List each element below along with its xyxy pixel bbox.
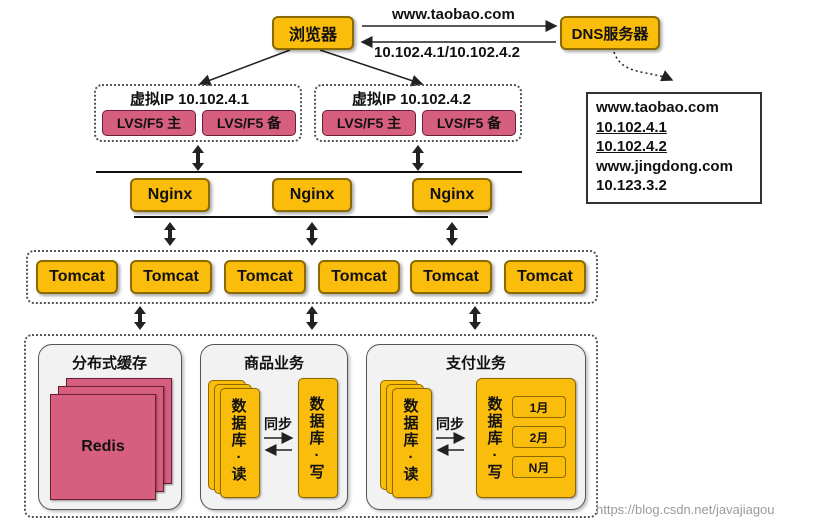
dns-lookup-link bbox=[613, 51, 674, 82]
pay-sync-label: 同步 bbox=[436, 416, 464, 432]
tomcat-label: Tomcat bbox=[331, 268, 387, 285]
lvs-master-node: LVS/F5 主 bbox=[322, 110, 416, 136]
tomcat-label: Tomcat bbox=[423, 268, 479, 285]
pay-shard-label: 1月 bbox=[529, 400, 549, 415]
nginx2-tomcat-double-arrow bbox=[306, 222, 318, 246]
cache-title: 分布式缓存 bbox=[72, 355, 148, 372]
dns-response-label: 10.102.4.1/10.102.4.2 bbox=[374, 44, 520, 61]
tomcat-node: Tomcat bbox=[318, 260, 400, 294]
pay-shard-label: N月 bbox=[528, 460, 550, 475]
dns-server-label: DNS服务器 bbox=[571, 25, 649, 43]
watermark: https://blog.csdn.net/javajiagou bbox=[596, 502, 775, 517]
goods-sync-label: 同步 bbox=[264, 416, 292, 432]
browser-to-vip1-arrow bbox=[198, 49, 291, 86]
redis-node: Redis bbox=[50, 394, 156, 500]
nginx3-tomcat-double-arrow bbox=[446, 222, 458, 246]
nginx-node: Nginx bbox=[130, 178, 210, 212]
tomcat-cache-double-arrow bbox=[134, 306, 146, 330]
goods-write-db bbox=[298, 378, 338, 498]
browser-label: 浏览器 bbox=[288, 27, 337, 44]
pay-read-db-label: 数据库·读 bbox=[403, 398, 419, 483]
vip-title: 虚拟IP 10.102.4.2 bbox=[352, 91, 471, 108]
goods-read-db bbox=[220, 388, 260, 498]
goods-read-db-label: 数据库·读 bbox=[231, 398, 247, 483]
lvs-master-node: LVS/F5 主 bbox=[102, 110, 196, 136]
pay-shard-label: 2月 bbox=[529, 430, 549, 445]
dns-request-label: www.taobao.com bbox=[392, 6, 515, 23]
nginx-node: Nginx bbox=[412, 178, 492, 212]
pay-sync-arrows bbox=[436, 432, 466, 456]
tomcat-cluster bbox=[26, 250, 598, 304]
tomcat-node: Tomcat bbox=[504, 260, 586, 294]
dns-record: 10.102.4.1 bbox=[596, 118, 667, 136]
pay-shard: 2月 bbox=[512, 426, 566, 448]
goods-title: 商品业务 bbox=[244, 355, 305, 372]
lvs-backup-label: LVS/F5 备 bbox=[216, 115, 282, 131]
nginx1-tomcat-double-arrow bbox=[164, 222, 176, 246]
tomcat-node: Tomcat bbox=[130, 260, 212, 294]
lvs-master-label: LVS/F5 主 bbox=[336, 115, 402, 131]
lvs-backup-node: LVS/F5 备 bbox=[422, 110, 516, 136]
vip-group-2 bbox=[314, 84, 522, 142]
tomcat-pay-double-arrow bbox=[469, 306, 481, 330]
dns-record: www.jingdong.com bbox=[596, 157, 733, 175]
browser-node: 浏览器 bbox=[272, 16, 354, 50]
pay-shard: 1月 bbox=[512, 396, 566, 418]
lvs-backup-node: LVS/F5 备 bbox=[202, 110, 296, 136]
lvs-backup-label: LVS/F5 备 bbox=[436, 115, 502, 131]
dns-record: 10.123.3.2 bbox=[596, 177, 667, 194]
tomcat-label: Tomcat bbox=[143, 268, 199, 285]
tomcat-node: Tomcat bbox=[224, 260, 306, 294]
goods-write-db-label: 数据库·写 bbox=[309, 396, 325, 481]
nginx-label: Nginx bbox=[429, 186, 475, 203]
pay-write-db-label: 数据库·写 bbox=[487, 396, 503, 481]
vip-title: 虚拟IP 10.102.4.1 bbox=[130, 91, 249, 108]
tomcat-goods-double-arrow bbox=[306, 306, 318, 330]
dns-record: www.taobao.com bbox=[596, 99, 719, 116]
pay-title: 支付业务 bbox=[446, 355, 507, 372]
nginx-label: Nginx bbox=[289, 186, 335, 203]
dns-record-table: www.taobao.com 10.102.4.1 10.102.4.2 www… bbox=[586, 92, 762, 204]
dns-record: 10.102.4.2 bbox=[596, 138, 667, 155]
goods-sync-arrows bbox=[264, 432, 294, 456]
vip1-double-arrow bbox=[192, 145, 204, 171]
pay-read-db bbox=[392, 388, 432, 498]
lvs-master-label: LVS/F5 主 bbox=[116, 115, 182, 131]
data-layer-container bbox=[24, 334, 598, 518]
pay-shard: N月 bbox=[512, 456, 566, 478]
vip2-double-arrow bbox=[412, 145, 424, 171]
dns-server-node: DNS服务器 bbox=[560, 16, 660, 50]
tomcat-node: Tomcat bbox=[36, 260, 118, 294]
browser-to-vip2-arrow bbox=[319, 49, 424, 87]
tomcat-label: Tomcat bbox=[237, 268, 293, 285]
tomcat-node: Tomcat bbox=[410, 260, 492, 294]
tomcat-label: Tomcat bbox=[49, 268, 105, 285]
redis-label: Redis bbox=[81, 438, 125, 455]
tomcat-label: Tomcat bbox=[517, 268, 573, 285]
nginx-label: Nginx bbox=[147, 186, 193, 203]
vip-group-1 bbox=[94, 84, 302, 142]
nginx-node: Nginx bbox=[272, 178, 352, 212]
